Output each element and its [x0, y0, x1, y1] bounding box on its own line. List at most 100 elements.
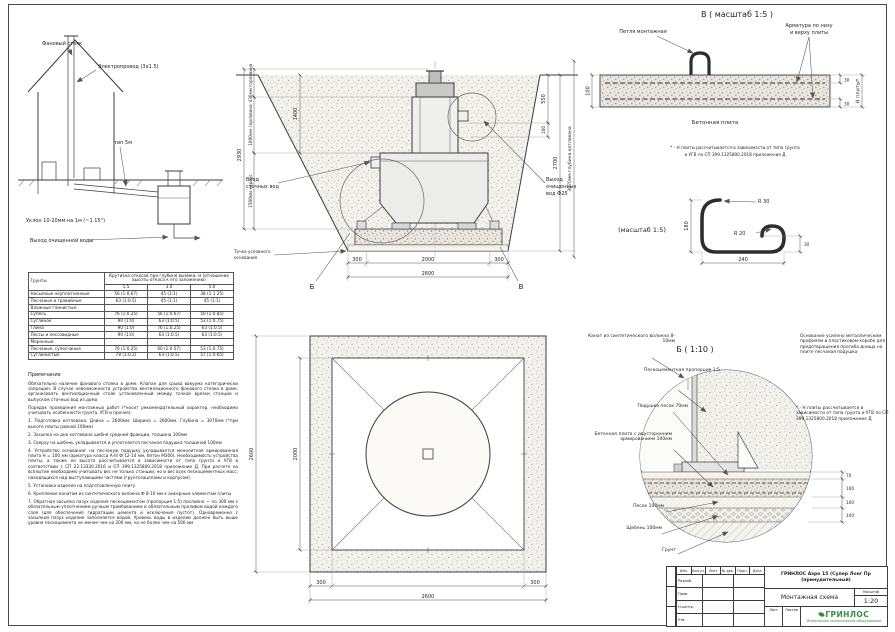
callout-circle-b: [339, 158, 425, 244]
dim-label: 300: [316, 580, 326, 586]
soil-table-header: Крутизна откосов при глубине выемки, м (…: [104, 272, 234, 285]
sheets-label: Листов: [785, 608, 798, 612]
stamp-right: ГРИНЛОС Аэро 15 (Супер Лонг Пр (принудит…: [765, 567, 887, 626]
pipe-leader: [119, 146, 128, 187]
rebar-leader: [796, 36, 810, 83]
stamp-empty-cell: [734, 614, 764, 626]
inlet-label: сточных вод: [246, 184, 279, 190]
stamp-side-cell: [667, 587, 675, 607]
treated-water-label: Выход очищенной воды: [30, 237, 93, 244]
slab-label: Бетонная плита: [692, 120, 739, 126]
detail-b-footnote: * - Н плиты рассчитывается в зависимости…: [796, 406, 889, 422]
stamp-empty-cell: [734, 588, 764, 600]
soil-table-row: Суглинок 90 (1:0) 63 (1:0.5) 53 (1:0.75): [28, 317, 234, 326]
dim-label: 100: [541, 126, 546, 134]
soil-table-row: Глина 90 (1:0) 76 (1:0.25) 63 (1:0.5): [28, 324, 234, 333]
note-paragraph: 1. Подготовка котлована. Длина = 2600мм.…: [28, 418, 238, 429]
fixtures: [41, 161, 101, 181]
stamp-header-cell: Изм.: [677, 567, 692, 574]
treated-water-leader: [87, 234, 169, 241]
dim-label: 100: [846, 513, 854, 518]
dim-label: 2600: [422, 271, 435, 277]
stamp-role-label: Утв.: [677, 614, 703, 626]
soil-table: Грунты Крутизна откосов при глубине выем…: [28, 271, 234, 360]
stamp-header-cell: Дата: [752, 568, 762, 573]
dim-label: 2600: [249, 448, 255, 461]
dim-label: 70: [846, 473, 852, 478]
dim-label: 550: [541, 94, 547, 104]
outlet-label: вод Ф25: [546, 191, 568, 197]
pipe-length-label: тип 5м: [114, 140, 132, 146]
vent-stack: [64, 35, 78, 178]
stamp-side-strip: [666, 566, 676, 627]
company-logo: ГРИНЛОС Инженерное экологическое оборудо…: [801, 607, 887, 626]
dimensions-left: 2930 430мм горловина 1000мм горловина 15…: [237, 63, 429, 231]
dim-label: 100: [846, 486, 854, 491]
slab-with-loop: [599, 51, 831, 108]
loop-label: Петля монтажная: [619, 29, 666, 35]
radius-label: R 20: [734, 231, 745, 237]
dim-label: Н плиты*: [856, 78, 862, 103]
loop-wire-shape: [700, 198, 786, 254]
sewer-pipe: [67, 178, 159, 198]
stamp-empty-cell: [703, 575, 734, 587]
dimensions-bottom: 300 2000 300 2600: [346, 251, 510, 281]
outlet-label: очищенных: [546, 184, 577, 190]
base-point-label: Точка условного: [233, 249, 271, 254]
dim-label: 300: [352, 257, 362, 263]
hook-dims: 180 240 30: [684, 198, 810, 266]
soil-table-row: Влажные глинистые:: [28, 304, 234, 312]
stamp-role-row: Утв.: [677, 614, 764, 626]
leaf-icon: [818, 611, 825, 618]
detail-v-title: В ( масштаб 1:5 ): [701, 10, 773, 19]
ground-line: [18, 179, 223, 187]
dim-label: 2930: [237, 149, 243, 162]
dim-label: 30: [804, 242, 810, 247]
rebar-label: Арматура по низу: [785, 23, 832, 29]
dim-label: 2000: [293, 448, 299, 461]
sand-label: Песок 100мм: [633, 504, 664, 509]
detail-b-leaders: [651, 357, 729, 555]
note-paragraph: Обязательно наличие фанового стояка в до…: [28, 380, 238, 402]
gravel-label: Щебень 100мм: [626, 526, 662, 531]
plan-view-drawing: 2600 2000 300 300 2600: [249, 334, 548, 604]
brand-name: ГРИНЛОС: [825, 609, 870, 619]
stamp-header-cell: № док.: [721, 567, 736, 574]
stamp-header-cell: Кол.уч.: [692, 567, 707, 574]
base-point-label: основания: [234, 255, 258, 260]
detail-b-content: [640, 370, 812, 542]
note-paragraph: 7. Обратная засыпка пазух изделия пескоц…: [28, 498, 238, 526]
slope-label: Уклон 10-20мм на 1м (~1.15°): [26, 218, 105, 224]
drawing-name: Монтажная схема: [765, 589, 855, 606]
radius-leader: [723, 198, 757, 204]
stamp-empty-cell: [734, 601, 764, 613]
hook-detail-drawing: (масштаб 1:5) R 30 R 20 180 240 30: [618, 198, 810, 266]
flag-b-label: Б: [310, 283, 315, 291]
section-flags: Б В: [310, 232, 524, 291]
wire-leader: [76, 69, 97, 83]
house-section-drawing: Фановый стояк Электропровод (3х1.5) тип …: [18, 35, 223, 244]
notes-block: Примечание Обязательно наличие фанового …: [28, 372, 238, 528]
ground-label: Грунт: [662, 548, 676, 553]
slab-label: Бетонная плита с двусторонним армировани…: [594, 432, 672, 443]
tank-neck-square: [422, 448, 434, 460]
dimensions-right: 550 100 2700 3070мм глубина котлована: [468, 59, 576, 259]
detail-b-dims: 70 100 100 100: [808, 470, 854, 524]
wire-label: Электропровод (3х1.5): [98, 64, 159, 70]
dim-label: 2600: [422, 594, 435, 600]
notes-title: Примечание: [28, 372, 61, 378]
mid-ticks: [329, 355, 527, 553]
vent-leader: [67, 46, 73, 56]
treated-water-arrow: [173, 224, 201, 241]
stamp-side-cell: [667, 567, 675, 587]
soil-col-header: 5.0: [190, 283, 234, 292]
dim-label: 180: [684, 221, 690, 231]
soil-table-row: Песчаные и гравийные 63 (1:0.5) 45 (1:1)…: [28, 297, 234, 306]
soil-table-row: Лессы и лессовидные 90 (1:0) 63 (1:0.5) …: [28, 331, 234, 340]
cushion-label: Подушка песок 70мм: [637, 404, 688, 409]
dim-label: 2000: [422, 257, 435, 263]
rope-label: Канат из синтетического волокна 8-10мм: [587, 334, 675, 345]
dim-label: 240: [738, 257, 748, 263]
sheet-box: Лист Листов: [765, 607, 801, 626]
